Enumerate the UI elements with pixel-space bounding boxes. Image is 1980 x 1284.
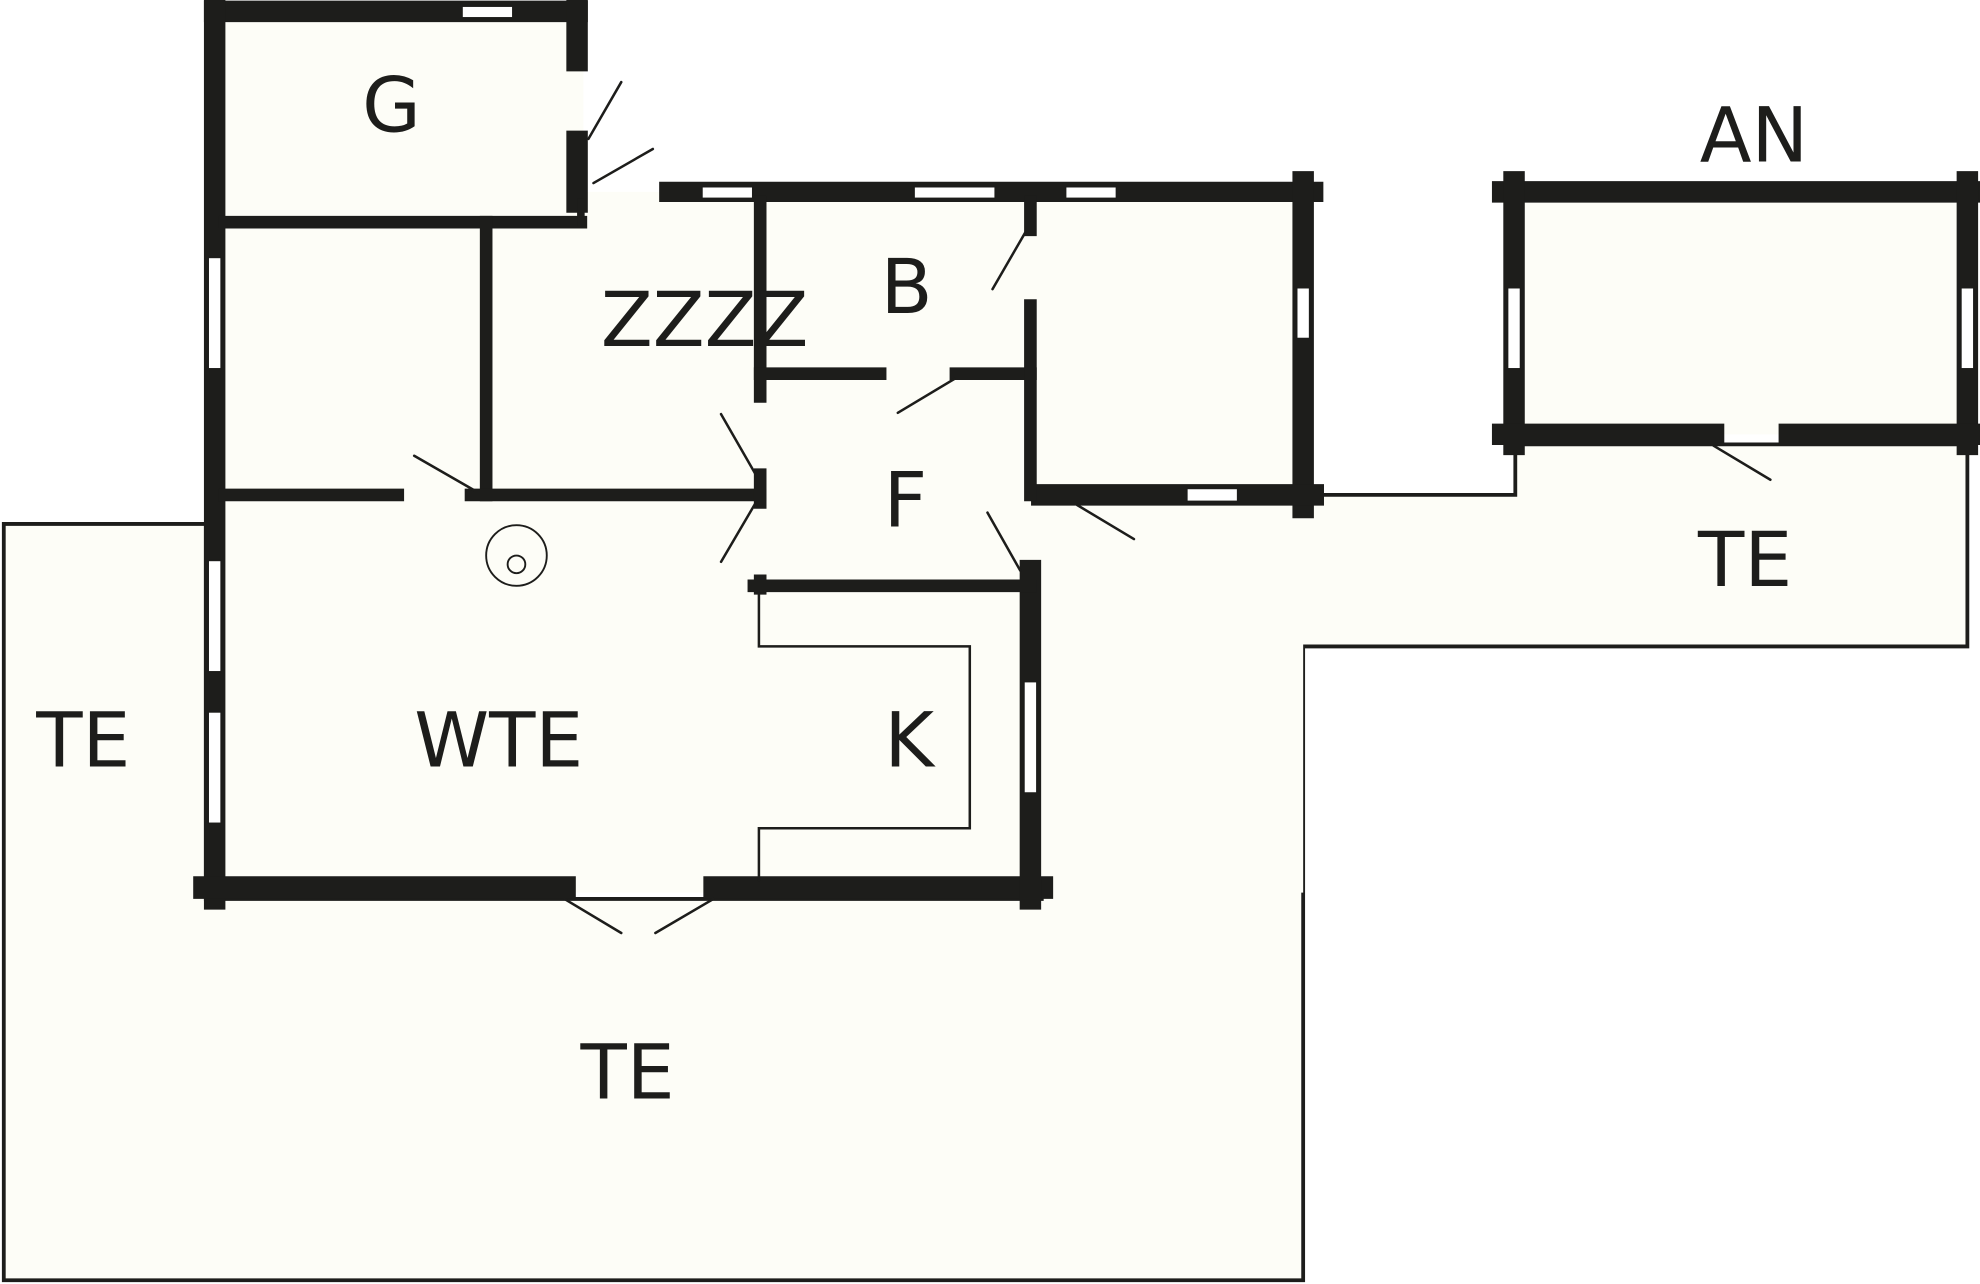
room-label-an: AN bbox=[1700, 92, 1808, 180]
window bbox=[913, 186, 996, 199]
annex-floor bbox=[1512, 191, 1970, 435]
door-swing bbox=[896, 377, 956, 415]
stove-icon bbox=[485, 524, 548, 587]
window bbox=[701, 186, 754, 199]
window bbox=[1507, 287, 1521, 370]
room-label-te-left: TE bbox=[35, 696, 130, 784]
window bbox=[1296, 287, 1311, 339]
window bbox=[1065, 186, 1117, 199]
room-label-wte: WTE bbox=[414, 696, 583, 784]
window bbox=[1023, 681, 1038, 794]
kitchen-counter bbox=[757, 593, 972, 882]
room-label-zzzz: ZZZZ bbox=[601, 276, 809, 364]
window bbox=[207, 711, 222, 824]
window bbox=[1186, 487, 1239, 502]
room-label-g: G bbox=[362, 61, 421, 149]
door-swing bbox=[1075, 503, 1136, 541]
door-swing bbox=[991, 231, 1027, 291]
room-label-b: B bbox=[881, 243, 933, 331]
garage-floor bbox=[214, 12, 584, 218]
window bbox=[207, 256, 222, 370]
room-label-f: F bbox=[884, 456, 928, 544]
door-swing bbox=[654, 897, 715, 935]
door-swing bbox=[412, 454, 475, 492]
stove-icon-inner bbox=[506, 554, 527, 575]
door-swing bbox=[563, 897, 623, 935]
door-swing bbox=[1712, 444, 1772, 482]
door-swing bbox=[592, 147, 655, 185]
door-swing bbox=[986, 511, 1022, 572]
window bbox=[461, 5, 514, 19]
window bbox=[1960, 287, 1975, 370]
door-swing bbox=[587, 80, 623, 141]
room-label-te-bottom: TE bbox=[580, 1028, 675, 1116]
door-swing bbox=[719, 502, 757, 564]
window bbox=[207, 559, 222, 673]
door-swing bbox=[719, 412, 757, 475]
room-label-k: K bbox=[884, 696, 936, 784]
room-label-te-right: TE bbox=[1697, 516, 1792, 604]
